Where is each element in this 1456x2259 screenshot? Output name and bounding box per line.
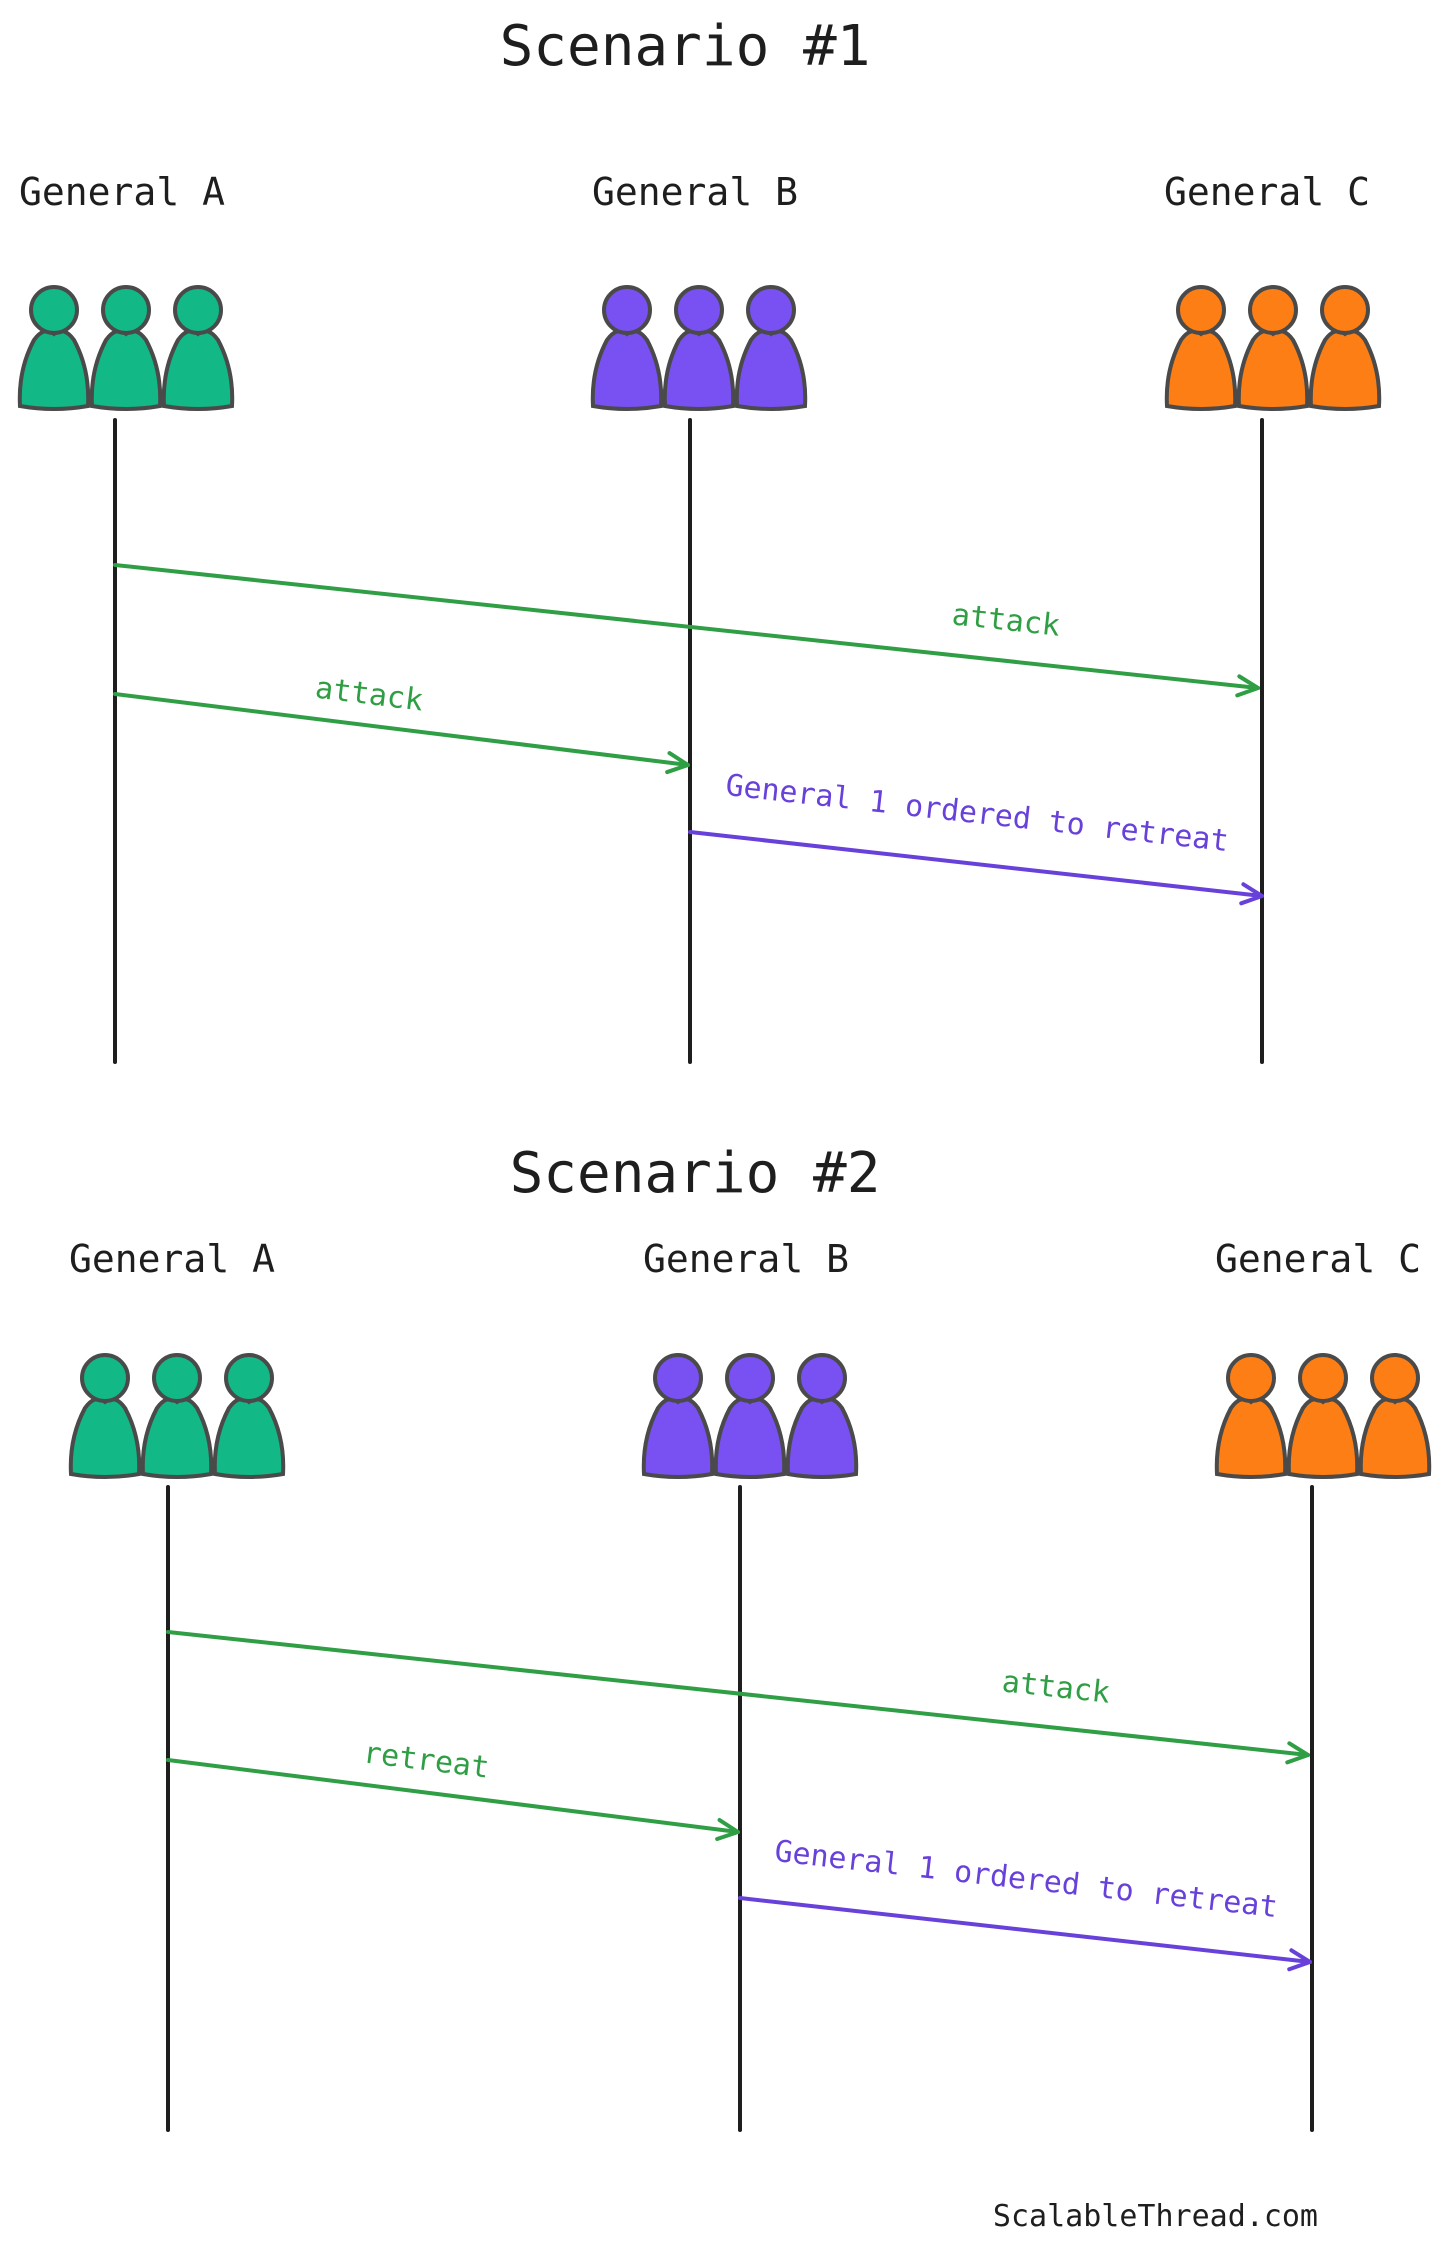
message-arrow <box>738 1896 1312 1972</box>
person-head <box>1176 285 1226 335</box>
person-icon <box>1308 285 1382 411</box>
person-head <box>101 285 151 335</box>
person-head <box>797 1353 847 1403</box>
person-icon <box>1358 1353 1432 1479</box>
general-label: General B <box>592 170 798 214</box>
person-icon <box>1164 285 1238 411</box>
general-troops-icon <box>17 285 235 411</box>
arrow-line <box>113 563 1260 690</box>
arrowhead-icon <box>1287 1948 1312 1972</box>
message-arrow <box>166 1630 1310 1765</box>
person-icon <box>590 285 664 411</box>
person-icon <box>713 1353 787 1479</box>
person-icon <box>641 1353 715 1479</box>
person-head <box>653 1353 703 1403</box>
person-head <box>173 285 223 335</box>
scenario-title: Scenario #1 <box>500 14 871 79</box>
arrow-line <box>688 830 1264 898</box>
person-head <box>80 1353 130 1403</box>
general-label: General C <box>1164 170 1370 214</box>
arrow-line <box>113 692 690 767</box>
arrowhead-icon <box>715 1818 740 1842</box>
person-head <box>29 285 79 335</box>
person-head <box>1298 1353 1348 1403</box>
arrowhead-icon <box>1235 674 1260 698</box>
message-arrow <box>113 563 1260 698</box>
general-label: General A <box>69 1237 275 1281</box>
arrow-line <box>166 1630 1310 1757</box>
message-arrow <box>688 830 1264 906</box>
person-head <box>1226 1353 1276 1403</box>
general-troops-icon <box>1214 1353 1432 1479</box>
general-label: General B <box>643 1237 849 1281</box>
person-icon <box>68 1353 142 1479</box>
arrow-line <box>166 1758 740 1834</box>
arrowhead-icon <box>1239 882 1264 906</box>
arrow-line <box>738 1896 1312 1964</box>
person-head <box>1370 1353 1420 1403</box>
person-icon <box>89 285 163 411</box>
person-head <box>725 1353 775 1403</box>
general-troops-icon <box>1164 285 1382 411</box>
person-icon <box>1214 1353 1288 1479</box>
arrowhead-icon <box>1285 1741 1310 1765</box>
arrowhead-icon <box>665 751 690 775</box>
person-icon <box>17 285 91 411</box>
person-icon <box>662 285 736 411</box>
person-head <box>1248 285 1298 335</box>
person-head <box>152 1353 202 1403</box>
person-icon <box>161 285 235 411</box>
footer-credit: ScalableThread.com <box>993 2199 1318 2234</box>
message-arrow <box>166 1758 740 1842</box>
general-troops-icon <box>590 285 808 411</box>
person-icon <box>140 1353 214 1479</box>
person-icon <box>1236 285 1310 411</box>
person-head <box>674 285 724 335</box>
person-head <box>602 285 652 335</box>
person-icon <box>734 285 808 411</box>
person-icon <box>212 1353 286 1479</box>
person-icon <box>1286 1353 1360 1479</box>
person-head <box>746 285 796 335</box>
person-head <box>224 1353 274 1403</box>
message-arrow <box>113 692 690 775</box>
person-head <box>1320 285 1370 335</box>
general-label: General C <box>1215 1237 1421 1281</box>
general-troops-icon <box>68 1353 286 1479</box>
general-troops-icon <box>641 1353 859 1479</box>
general-label: General A <box>19 170 225 214</box>
scenario-title: Scenario #2 <box>510 1141 881 1206</box>
person-icon <box>785 1353 859 1479</box>
